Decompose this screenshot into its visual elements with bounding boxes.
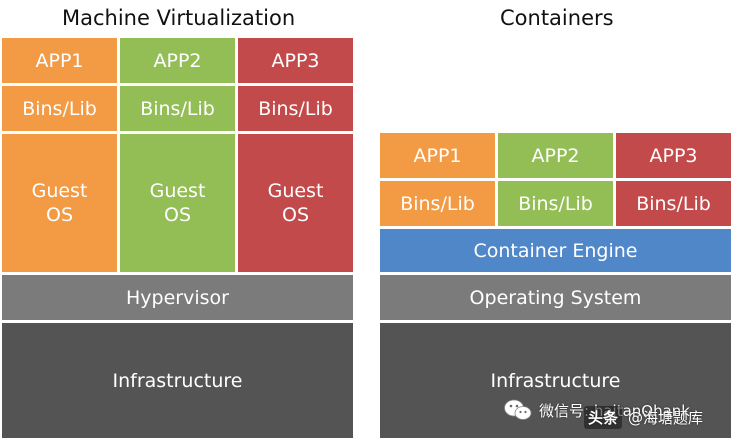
vm-guest-os-3-block: Guest OS — [238, 134, 353, 272]
wechat-icon — [504, 399, 532, 420]
vm-bins-lib-1-block: Bins/Lib — [2, 86, 117, 131]
ct-app3-block: APP3 — [616, 133, 731, 178]
vm-bins-lib-2-block: Bins/Lib — [120, 86, 235, 131]
vm-guest-os-1-block: Guest OS — [2, 134, 117, 272]
vm-app3-block: APP3 — [238, 38, 353, 83]
vm-bins-lib-3-block: Bins/Lib — [238, 86, 353, 131]
vm-app1-block: APP1 — [2, 38, 117, 83]
container-engine-block: Container Engine — [380, 229, 731, 272]
machine-virtualization-title: Machine Virtualization — [62, 6, 296, 30]
ct-bins-lib-3-block: Bins/Lib — [616, 181, 731, 226]
vm-infrastructure-block: Infrastructure — [2, 323, 353, 438]
vm-guest-os-2-block: Guest OS — [120, 134, 235, 272]
toutiao-watermark: 头条 @海塘题库 — [584, 402, 703, 432]
ct-bins-lib-2-block: Bins/Lib — [498, 181, 613, 226]
operating-system-block: Operating System — [380, 275, 731, 320]
ct-bins-lib-1-block: Bins/Lib — [380, 181, 495, 226]
ct-app1-block: APP1 — [380, 133, 495, 178]
containers-title: Containers — [500, 6, 614, 30]
site-handle-text: @海塘题库 — [628, 408, 704, 427]
ct-infrastructure-block: Infrastructure — [380, 323, 731, 438]
toutiao-logo-text: 头条 — [584, 405, 623, 429]
vm-app2-block: APP2 — [120, 38, 235, 83]
ct-app2-block: APP2 — [498, 133, 613, 178]
hypervisor-block: Hypervisor — [2, 275, 353, 320]
